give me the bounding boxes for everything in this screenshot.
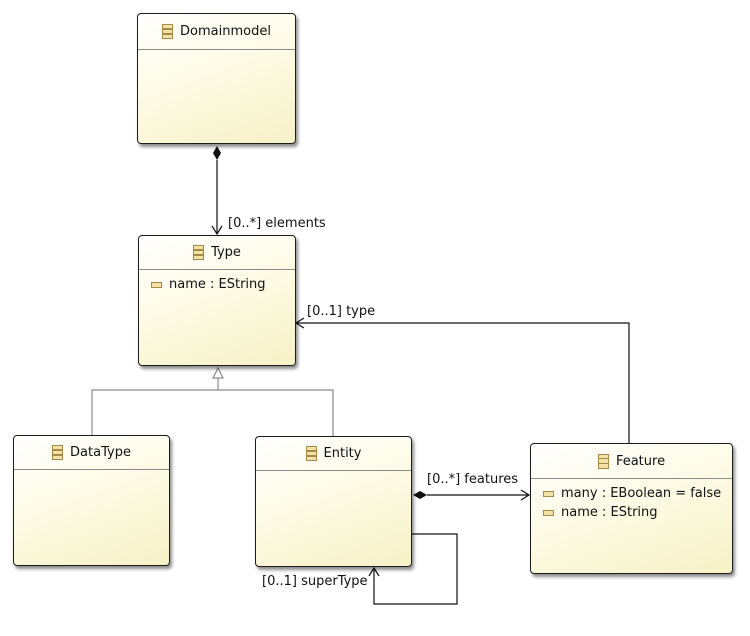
- class-domainmodel[interactable]: Domainmodel: [137, 13, 296, 144]
- class-type-header: Type: [139, 236, 295, 270]
- generalization[interactable]: [91, 366, 334, 436]
- eclass-icon: [193, 245, 205, 260]
- class-type-attributes: name : EString: [139, 270, 295, 294]
- class-type-name: Type: [211, 245, 241, 260]
- supertype-reference[interactable]: [368, 533, 458, 605]
- attribute-label: name : EString: [169, 277, 266, 292]
- eattribute-icon: [543, 509, 554, 516]
- class-entity-header: Entity: [256, 437, 411, 471]
- class-domainmodel-name: Domainmodel: [180, 24, 271, 39]
- class-datatype[interactable]: DataType: [13, 435, 170, 566]
- features-reference[interactable]: [413, 489, 531, 501]
- supertype-reference-label: [0..1] superType: [262, 574, 368, 589]
- type-reference-label: [0..1] type: [307, 304, 376, 319]
- class-feature[interactable]: Feature many : EBoolean = false name : E…: [530, 443, 733, 574]
- attribute-label: many : EBoolean = false: [561, 486, 722, 501]
- elements-reference-label: [0..*] elements: [228, 216, 326, 231]
- class-datatype-name: DataType: [70, 445, 131, 460]
- class-feature-name: Feature: [615, 453, 666, 469]
- attribute-label: name : EString: [561, 505, 658, 520]
- class-domainmodel-header: Domainmodel: [138, 14, 295, 50]
- class-feature-header: Feature: [531, 444, 732, 479]
- eclass-icon: [52, 445, 64, 460]
- eclass-icon: [305, 446, 317, 461]
- elements-reference[interactable]: [211, 146, 223, 236]
- attribute-row[interactable]: name : EString: [151, 275, 295, 294]
- features-reference-label: [0..*] features: [427, 472, 519, 487]
- eattribute-icon: [151, 281, 162, 288]
- class-type[interactable]: Type name : EString: [138, 235, 296, 366]
- class-feature-attributes: many : EBoolean = false name : EString: [531, 479, 732, 522]
- attribute-row[interactable]: name : EString: [543, 503, 732, 522]
- attribute-row[interactable]: many : EBoolean = false: [543, 484, 732, 503]
- class-entity[interactable]: Entity: [255, 436, 412, 567]
- eattribute-icon: [543, 490, 554, 497]
- eclass-icon: [162, 24, 174, 39]
- eclass-icon: [597, 453, 609, 469]
- class-entity-name: Entity: [323, 446, 362, 461]
- class-datatype-header: DataType: [14, 436, 169, 470]
- type-reference[interactable]: [294, 317, 630, 443]
